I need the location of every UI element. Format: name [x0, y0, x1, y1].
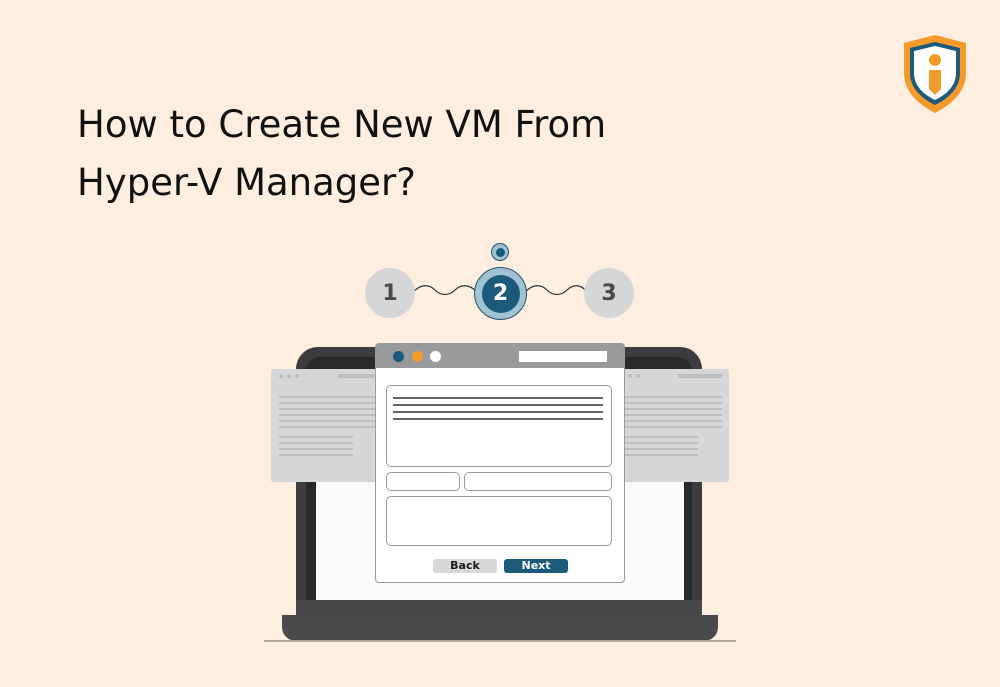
back-button[interactable]: Back: [433, 559, 497, 573]
step-3-label: 3: [601, 280, 617, 306]
description-textarea[interactable]: [386, 385, 612, 467]
step-1-label: 1: [382, 280, 398, 306]
step-2-active[interactable]: 2: [474, 267, 527, 320]
window-dots-icon: [279, 374, 299, 378]
step-3[interactable]: 3: [584, 268, 634, 318]
title-line-2: Hyper-V Manager?: [77, 161, 416, 204]
step-1[interactable]: 1: [365, 268, 415, 318]
progress-stepper: 1 2 3: [0, 0, 1000, 340]
window-dots-icon: [628, 374, 640, 378]
connector-wave-left: [413, 285, 477, 296]
window-titlebar: [376, 344, 624, 368]
shield-info-icon: [904, 35, 966, 113]
background-window-right: [622, 369, 729, 482]
field-input-short[interactable]: [386, 472, 460, 491]
laptop-hinge: [296, 600, 702, 618]
next-button[interactable]: Next: [504, 559, 568, 573]
brand-logo: [900, 33, 970, 115]
background-window-left: [271, 369, 379, 482]
window-minimize-dot-icon[interactable]: [412, 351, 423, 362]
window-maximize-dot-icon[interactable]: [430, 351, 441, 362]
details-textarea[interactable]: [386, 496, 612, 546]
field-input-long[interactable]: [464, 472, 612, 491]
desk-line: [264, 640, 736, 642]
laptop-base: [282, 615, 718, 641]
address-bar[interactable]: [519, 351, 607, 362]
wizard-window: Back Next: [375, 343, 625, 583]
step-2-label: 2: [492, 281, 509, 306]
location-dot-icon: [491, 243, 509, 261]
window-close-dot-icon[interactable]: [393, 351, 404, 362]
title-line-1: How to Create New VM From: [77, 103, 607, 146]
connector-wave-right: [525, 285, 587, 296]
page-title: How to Create New VM From Hyper-V Manage…: [77, 96, 606, 212]
